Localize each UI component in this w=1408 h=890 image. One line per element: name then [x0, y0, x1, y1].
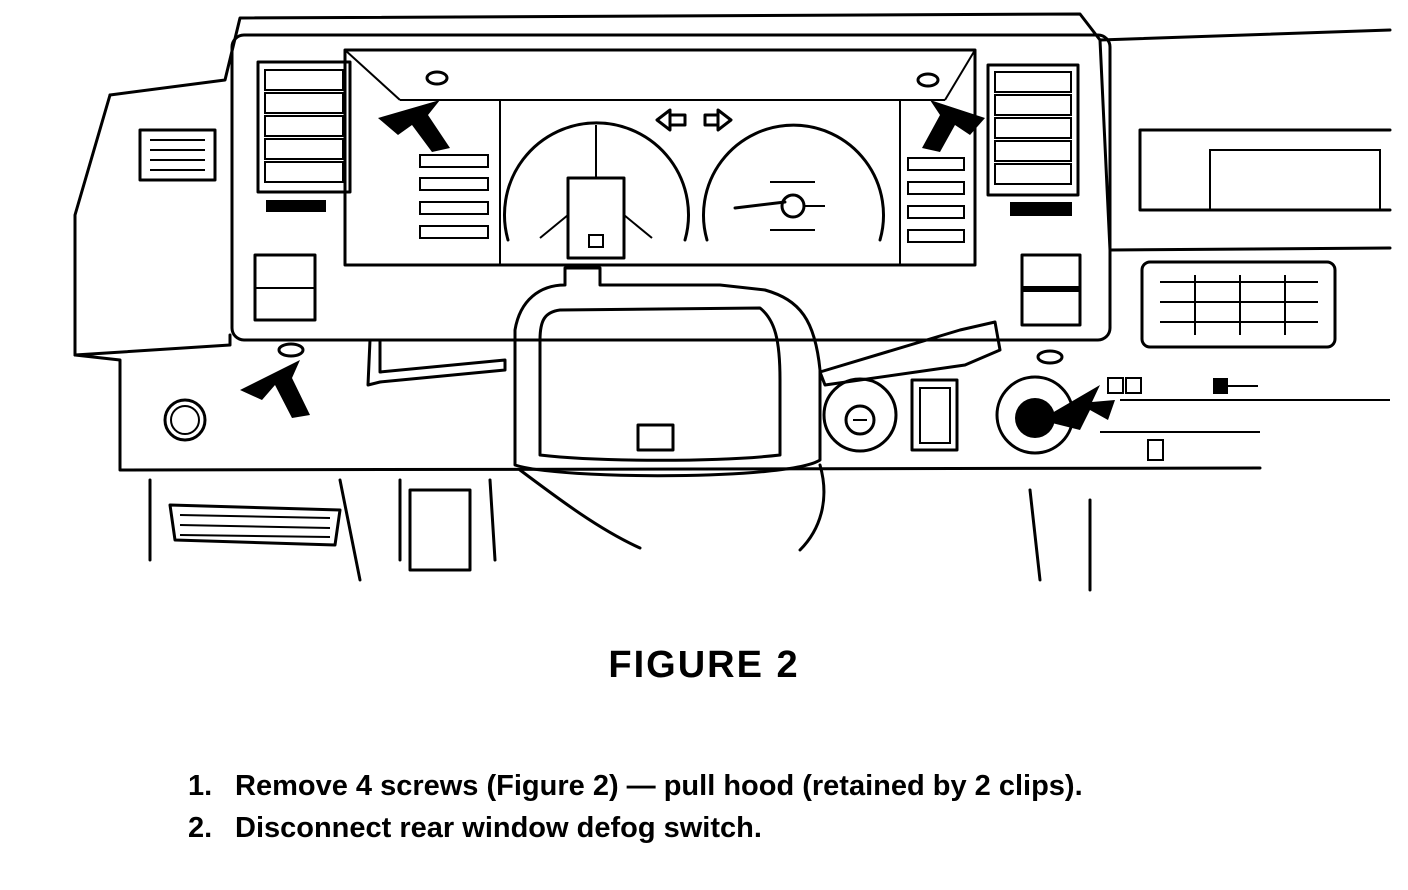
steering-column-hood — [513, 266, 826, 552]
left-side-vent — [138, 128, 217, 182]
arrow-icon — [1040, 385, 1115, 430]
screw-locations — [277, 70, 1064, 365]
figure-caption: FIGURE 2 — [608, 644, 800, 686]
screw-icon — [277, 342, 305, 358]
arrow-icon — [378, 100, 450, 152]
left-indicator-lights — [419, 154, 489, 239]
ignition-switch — [822, 377, 898, 453]
instruction-step: 2. Disconnect rear window defog switch. — [188, 812, 1188, 844]
arrow-icon — [240, 360, 310, 418]
dashboard-outline — [73, 12, 1392, 592]
screw-icon — [916, 72, 940, 88]
center-panel-vent — [1140, 260, 1337, 349]
left-dash-vent — [256, 60, 352, 212]
radio-slot — [1138, 128, 1392, 212]
left-bezel-switch — [253, 253, 317, 322]
dashboard-illustration — [73, 12, 1392, 592]
tachometer-gauge — [702, 123, 885, 242]
instrument-cluster-bezel — [230, 33, 1112, 342]
lower-left-vent — [168, 488, 472, 572]
step-text: Remove 4 screws (Figure 2) — pull hood (… — [235, 770, 1083, 802]
right-bezel-switch — [1020, 253, 1082, 327]
screw-icon — [425, 70, 449, 86]
arrow-icon — [922, 100, 985, 152]
screw-icon — [1036, 349, 1064, 365]
step-number: 1. — [188, 770, 213, 802]
right-dash-vent — [986, 63, 1080, 216]
turn-signal-arrows — [655, 108, 733, 132]
step-text: Disconnect rear window defog switch. — [235, 812, 762, 844]
instruction-step: 1. Remove 4 screws (Figure 2) — pull hoo… — [188, 770, 1188, 802]
turn-signal-stalk — [366, 338, 507, 387]
wiper-stalk — [818, 320, 1002, 387]
left-knob — [163, 398, 207, 442]
step-number: 2. — [188, 812, 213, 844]
instruction-list: 1. Remove 4 screws (Figure 2) — pull hoo… — [188, 770, 1188, 854]
speedometer-gauge — [503, 121, 690, 260]
right-indicator-lights — [907, 157, 965, 243]
rear-defog-switch — [910, 378, 959, 452]
pointer-arrows — [240, 100, 1115, 430]
small-switches — [1107, 377, 1258, 461]
